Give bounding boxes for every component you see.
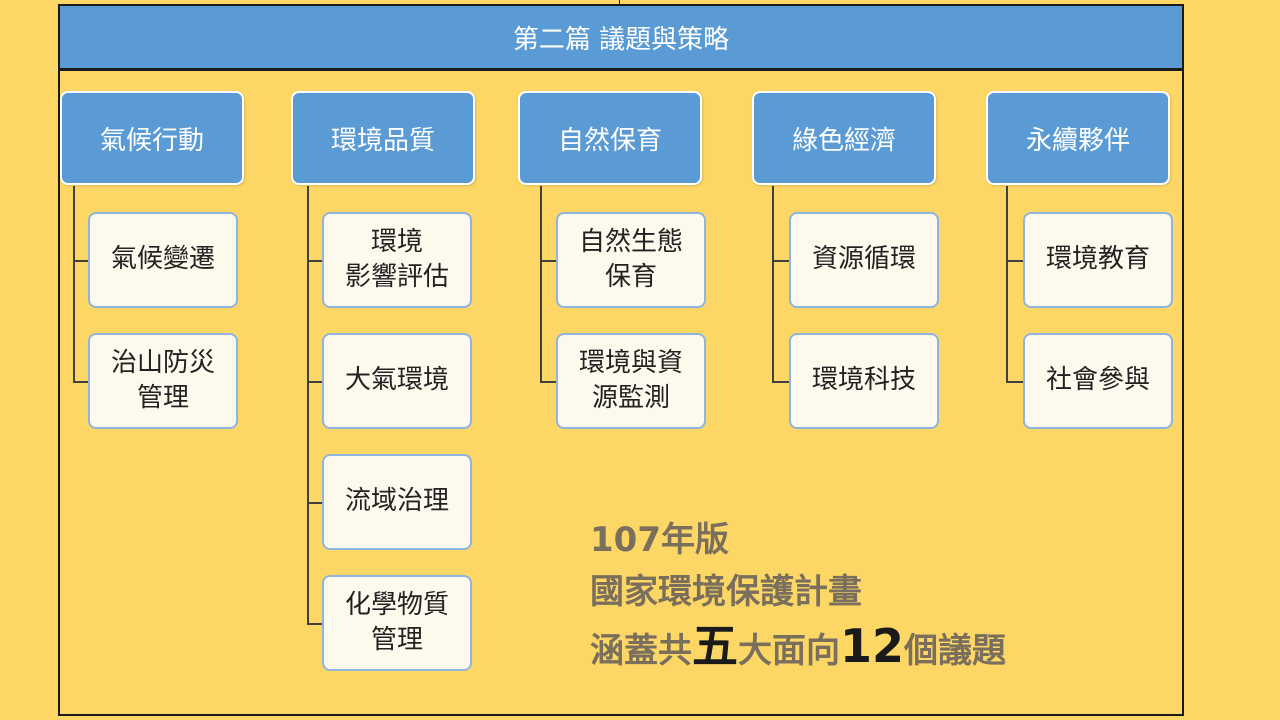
- connector-branch: [307, 381, 323, 383]
- item-box: 流域治理: [322, 454, 472, 550]
- connector-branch: [307, 502, 323, 504]
- item-box: 環境科技: [789, 333, 939, 429]
- connector-branch: [307, 623, 323, 625]
- item-box: 社會參與: [1023, 333, 1173, 429]
- item-box: 自然生態 保育: [556, 212, 706, 308]
- item-box: 治山防災 管理: [88, 333, 238, 429]
- summary-scope: 涵蓋共五大面向12個議題: [590, 618, 1006, 679]
- connector-branch: [540, 260, 557, 262]
- item-box: 環境教育: [1023, 212, 1173, 308]
- summary-five: 五: [692, 619, 738, 673]
- connector-branch: [1006, 381, 1024, 383]
- connector-trunk: [772, 186, 774, 382]
- top-tick-mark: [619, 0, 620, 5]
- connector-branch: [307, 260, 323, 262]
- connector-branch: [1006, 260, 1024, 262]
- item-box: 環境與資 源監測: [556, 333, 706, 429]
- category-sustainable-partners: 永續夥伴: [986, 91, 1170, 185]
- category-nature-conservation: 自然保育: [518, 91, 702, 185]
- summary-scope-middle: 大面向: [738, 631, 840, 671]
- connector-branch: [540, 381, 557, 383]
- connector-branch: [73, 260, 89, 262]
- summary-edition: 107年版: [590, 520, 729, 560]
- category-environmental-quality: 環境品質: [291, 91, 475, 185]
- item-box: 大氣環境: [322, 333, 472, 429]
- summary-scope-prefix: 涵蓋共: [590, 631, 692, 671]
- item-box: 資源循環: [789, 212, 939, 308]
- connector-trunk: [540, 186, 542, 382]
- connector-branch: [73, 381, 89, 383]
- summary-text: 107年版 國家環境保護計畫 涵蓋共五大面向12個議題: [590, 514, 1006, 679]
- summary-plan-name: 國家環境保護計畫: [590, 572, 862, 612]
- connector-branch: [772, 381, 790, 383]
- item-box: 氣候變遷: [88, 212, 238, 308]
- item-box: 化學物質 管理: [322, 575, 472, 671]
- page-title: 第二篇 議題與策略: [58, 4, 1184, 71]
- summary-twelve: 12: [840, 619, 905, 673]
- summary-scope-suffix: 個議題: [904, 631, 1007, 671]
- connector-trunk: [73, 186, 75, 382]
- item-box: 環境 影響評估: [322, 212, 472, 308]
- connector-trunk: [307, 186, 309, 624]
- connector-branch: [772, 260, 790, 262]
- category-green-economy: 綠色經濟: [752, 91, 936, 185]
- category-climate-action: 氣候行動: [60, 91, 244, 185]
- connector-trunk: [1006, 186, 1008, 382]
